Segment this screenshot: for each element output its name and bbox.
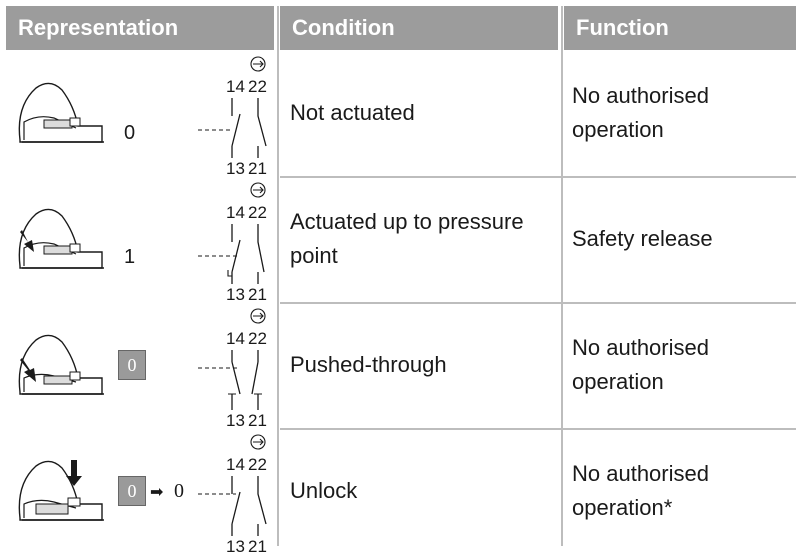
column-divider: [277, 6, 279, 546]
arrow-right-icon: ➡: [150, 484, 164, 501]
function-table: Representation Condition Function 0 14 2…: [6, 6, 796, 554]
foot-pedal-icon: [18, 208, 104, 269]
condition-cell: Pushed-through: [290, 352, 447, 377]
function-cell: No authorised operation*: [572, 461, 709, 520]
function-cell: Safety release: [572, 226, 713, 251]
position-label: 0: [174, 480, 184, 502]
function-cell: No authorised operation: [572, 83, 709, 142]
terminal-22: 22: [248, 455, 267, 474]
terminal-13: 13: [226, 537, 245, 554]
condition-cell: Actuated up to pressure point: [290, 209, 524, 268]
terminal-22: 22: [248, 77, 267, 96]
condition-cell: Unlock: [290, 478, 358, 503]
terminal-21: 21: [248, 159, 267, 176]
row-divider: [280, 302, 796, 304]
terminal-21: 21: [248, 411, 267, 428]
header-representation: Representation: [6, 6, 274, 50]
terminal-14: 14: [226, 455, 245, 474]
terminal-13: 13: [226, 285, 245, 302]
terminal-22: 22: [248, 203, 267, 222]
switch-contacts-diagram: 14 22 13 21: [198, 434, 267, 554]
table-row: 0 14 22 13 21 Not actuated No authorised…: [6, 50, 796, 176]
column-divider: [561, 6, 563, 546]
header-condition: Condition: [280, 6, 558, 50]
terminal-14: 14: [226, 203, 245, 222]
table-row: 1 14 22 13 21 Actuated up to pressure po…: [6, 176, 796, 302]
position-box: 0: [118, 476, 146, 506]
row-divider: [280, 428, 796, 430]
terminal-13: 13: [226, 159, 245, 176]
foot-pedal-icon: [18, 460, 104, 521]
position-label: 0: [124, 122, 136, 144]
switch-contacts-diagram: 14 22 13 21: [198, 182, 267, 302]
foot-pedal-icon: [18, 82, 104, 143]
condition-cell: Not actuated: [290, 100, 415, 125]
foot-pedal-icon: [18, 334, 104, 395]
position-label: 1: [124, 246, 136, 268]
terminal-14: 14: [226, 329, 245, 348]
header-function: Function: [564, 6, 796, 50]
terminal-14: 14: [226, 77, 245, 96]
switch-contacts-diagram: 14 22 13 21: [198, 56, 267, 176]
terminal-22: 22: [248, 329, 267, 348]
terminal-13: 13: [226, 411, 245, 428]
table-row: 0 14 22 13 21 Pushed-through No authoris…: [6, 302, 796, 428]
terminal-21: 21: [248, 285, 267, 302]
function-cell: No authorised operation: [572, 335, 709, 394]
table-row: 0 ➡ 0 14 22 13 21 Unlock No authorised o…: [6, 428, 796, 554]
terminal-21: 21: [248, 537, 267, 554]
row-divider: [280, 176, 796, 178]
position-box: 0: [118, 350, 146, 380]
switch-contacts-diagram: 14 22 13 21: [198, 308, 267, 428]
